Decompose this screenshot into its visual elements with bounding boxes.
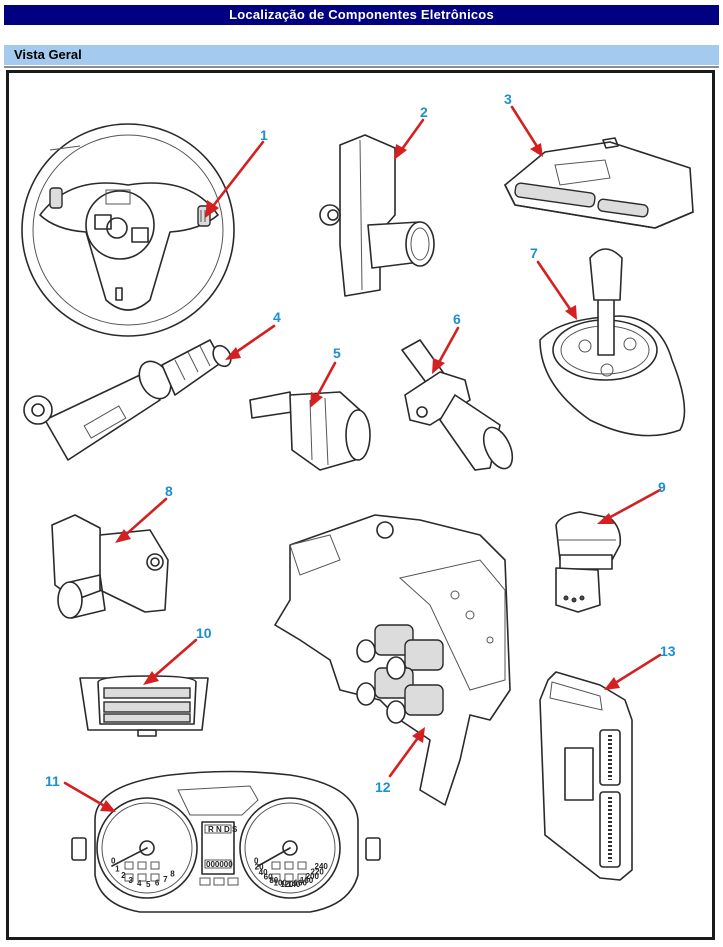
- speedometer-label: 40: [259, 868, 268, 877]
- arrow-12: [388, 733, 422, 778]
- tachometer-label: 0: [111, 856, 116, 865]
- speedometer-label: 220: [311, 868, 325, 877]
- arrow-11: [63, 781, 110, 810]
- callout-1: 1: [260, 127, 268, 143]
- arrow-10: [148, 638, 198, 682]
- component-speed-sensor: [401, 339, 514, 471]
- speedometer-label: 100: [274, 879, 288, 888]
- component-hydraulic-unit: [274, 514, 511, 806]
- callout-12: 12: [375, 779, 391, 795]
- speedometer-label: 200: [306, 872, 320, 881]
- speedometer-label: 20: [255, 863, 264, 872]
- component-control-module: [504, 137, 694, 229]
- page-title: Localização de Componentes Eletrônicos: [4, 5, 719, 25]
- component-diagnostic-connector: [79, 675, 209, 737]
- callout-7: 7: [530, 245, 538, 261]
- callout-6: 6: [453, 311, 461, 327]
- tachometer-label: 6: [155, 879, 160, 888]
- section-divider: [4, 66, 719, 68]
- arrow-2: [398, 118, 425, 154]
- component-tcm: [539, 671, 633, 881]
- callout-13: 13: [660, 643, 676, 659]
- arrow-1: [208, 140, 265, 212]
- component-switch-sensor: [249, 391, 371, 471]
- speedometer-label: 180: [300, 876, 314, 885]
- arrow-7: [536, 260, 574, 314]
- callout-3: 3: [504, 91, 512, 107]
- speedometer-label: 60: [264, 873, 273, 882]
- arrow-6: [435, 326, 460, 368]
- component-gear-selector: [539, 248, 686, 437]
- callout-arrows: [63, 105, 662, 812]
- arrow-8: [120, 497, 168, 540]
- callout-11: 11: [45, 773, 60, 789]
- tachometer-label: 5: [146, 880, 151, 889]
- cluster-display-top: R N D S: [208, 825, 238, 834]
- component-pressure-sensor: [555, 511, 622, 613]
- arrow-13: [610, 653, 662, 687]
- cluster-display-odometer: 000000: [206, 860, 233, 869]
- tachometer-label: 1: [115, 864, 120, 873]
- arrow-5: [313, 361, 337, 402]
- component-steering-wheel: [21, 123, 235, 337]
- arrow-3: [510, 105, 540, 150]
- tachometer-label: 7: [163, 875, 168, 884]
- tachometer-label: 4: [137, 879, 142, 888]
- arrow-9: [603, 488, 662, 522]
- speedometer-label: 120: [280, 880, 294, 889]
- arrow-4: [230, 324, 276, 357]
- speedometer-label: 160: [294, 879, 308, 888]
- component-clutch-actuator: [23, 339, 232, 461]
- speedometer-label: 0: [254, 856, 259, 865]
- tachometer-label: 8: [170, 870, 175, 879]
- tachometer-label: 2: [121, 871, 126, 880]
- callout-5: 5: [333, 345, 341, 361]
- speedometer-label: 140: [287, 880, 301, 889]
- callout-4: 4: [273, 309, 281, 325]
- component-position-sensor: [51, 514, 169, 619]
- callout-9: 9: [658, 479, 666, 495]
- callout-labels: 1 2 3 4 5 6 7 8 9 10 11 12 13: [45, 91, 676, 795]
- speedometer-label: 240: [315, 862, 329, 871]
- callout-10: 10: [196, 625, 212, 641]
- section-header: Vista Geral: [4, 45, 719, 65]
- callout-2: 2: [420, 104, 428, 120]
- solenoid-valves: [356, 624, 444, 724]
- callout-8: 8: [165, 483, 173, 499]
- component-sensor-bracket: [319, 134, 435, 297]
